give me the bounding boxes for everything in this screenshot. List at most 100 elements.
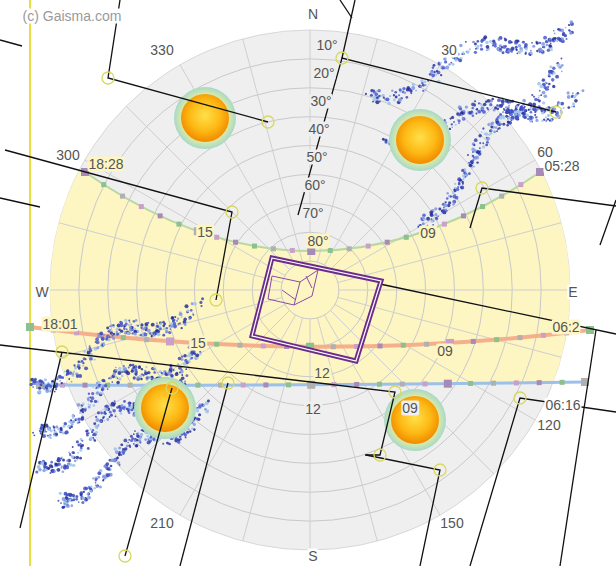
cloud-dot bbox=[124, 447, 128, 451]
tile-corner bbox=[550, 106, 562, 118]
clouds bbox=[29, 20, 584, 509]
cloud-dot bbox=[411, 86, 415, 90]
cloud-dot bbox=[130, 435, 133, 438]
cloud-dot bbox=[507, 118, 509, 120]
cloud-dot bbox=[424, 89, 427, 92]
cloud-dot bbox=[56, 378, 58, 380]
hour-marker bbox=[286, 382, 291, 387]
cloud-dot bbox=[146, 376, 149, 379]
cloud-dot bbox=[62, 385, 64, 387]
cloud-dot bbox=[32, 432, 34, 434]
cloud-dot bbox=[437, 71, 441, 75]
tile-corner bbox=[514, 392, 526, 404]
cloud-dot bbox=[144, 438, 147, 441]
cloud-dot bbox=[153, 371, 155, 373]
cloud-dot bbox=[80, 443, 82, 445]
cloud-dot bbox=[478, 134, 481, 137]
cloud-dot bbox=[535, 116, 537, 118]
cloud-dot bbox=[88, 393, 90, 395]
cloud-dot bbox=[117, 371, 121, 375]
cloud-dot bbox=[119, 370, 121, 372]
cloud-dot bbox=[525, 113, 529, 117]
cloud-dot bbox=[78, 361, 81, 364]
cloud-dot bbox=[435, 217, 438, 220]
cloud-dot bbox=[152, 438, 155, 441]
cloud-dot bbox=[89, 487, 92, 490]
chart-label: (c) Gaisma.com bbox=[22, 9, 123, 24]
cloud-dot bbox=[549, 118, 553, 122]
cloud-dot bbox=[135, 319, 138, 322]
cloud-dot bbox=[123, 409, 125, 411]
cloud-dot bbox=[79, 457, 82, 460]
cloud-dot bbox=[370, 90, 373, 93]
cloud-dot bbox=[99, 392, 102, 395]
cloud-dot bbox=[567, 95, 571, 99]
cloud-dot bbox=[105, 462, 109, 466]
cloud-dot bbox=[115, 367, 117, 369]
chart-label: 18:01 bbox=[41, 317, 78, 332]
cloud-dot bbox=[93, 487, 95, 489]
cloud-dot bbox=[50, 467, 52, 469]
cloud-dot bbox=[134, 328, 136, 330]
cloud-dot bbox=[80, 445, 82, 447]
cloud-dot bbox=[83, 491, 85, 493]
cloud-dot bbox=[454, 58, 458, 62]
cloud-dot bbox=[128, 439, 130, 441]
cloud-dot bbox=[537, 82, 541, 86]
hour-marker bbox=[195, 383, 200, 388]
cloud-dot bbox=[452, 194, 456, 198]
cloud-dot bbox=[550, 42, 552, 44]
cloud-dot bbox=[122, 452, 125, 455]
cloud-dot bbox=[134, 332, 137, 335]
cloud-dot bbox=[125, 323, 128, 326]
cloud-dot bbox=[118, 446, 121, 449]
cloud-dot bbox=[574, 99, 578, 103]
hour-marker bbox=[494, 337, 499, 342]
cloud-dot bbox=[116, 381, 120, 385]
cloud-dot bbox=[127, 408, 130, 411]
location-box bbox=[252, 258, 381, 361]
cloud-dot bbox=[141, 429, 143, 431]
hour-marker bbox=[328, 248, 333, 253]
cloud-dot bbox=[40, 461, 44, 465]
cloud-dot bbox=[473, 41, 475, 43]
cloud-dot bbox=[85, 358, 87, 360]
cloud-dot bbox=[120, 443, 123, 446]
cloud-dot bbox=[529, 54, 531, 56]
cloud-dot bbox=[489, 103, 492, 106]
cloud-dot bbox=[440, 66, 444, 70]
cloud-dot bbox=[468, 162, 470, 164]
cloud-dot bbox=[481, 108, 484, 111]
cloud-dot bbox=[55, 425, 58, 428]
tile-outline bbox=[108, 0, 268, 122]
cloud-dot bbox=[548, 115, 550, 117]
cloud-dot bbox=[119, 464, 121, 466]
cloud-dot bbox=[524, 109, 527, 112]
cloud-dot bbox=[65, 383, 68, 386]
cloud-dot bbox=[109, 416, 111, 418]
cloud-dot bbox=[415, 90, 417, 92]
cloud-dot bbox=[94, 400, 97, 403]
cloud-dot bbox=[77, 452, 79, 454]
cloud-dot bbox=[175, 372, 179, 376]
hour-marker bbox=[166, 337, 174, 345]
cloud-dot bbox=[66, 372, 69, 375]
cloud-dot bbox=[480, 48, 483, 51]
cloud-dot bbox=[133, 366, 136, 369]
cloud-dot bbox=[116, 334, 118, 336]
cloud-dot bbox=[483, 127, 485, 129]
cloud-dot bbox=[56, 432, 58, 434]
cloud-dot bbox=[458, 182, 460, 184]
cloud-dot bbox=[39, 430, 42, 433]
cloud-dot bbox=[383, 94, 385, 96]
cloud-dot bbox=[116, 457, 118, 459]
cloud-dot bbox=[140, 334, 143, 337]
cloud-dot bbox=[391, 89, 394, 92]
hour-marker bbox=[468, 381, 473, 386]
cloud-dot bbox=[178, 357, 182, 361]
cloud-dot bbox=[118, 377, 122, 381]
cloud-dot bbox=[496, 104, 498, 106]
cloud-dot bbox=[470, 110, 472, 112]
cloud-dot bbox=[163, 370, 166, 373]
